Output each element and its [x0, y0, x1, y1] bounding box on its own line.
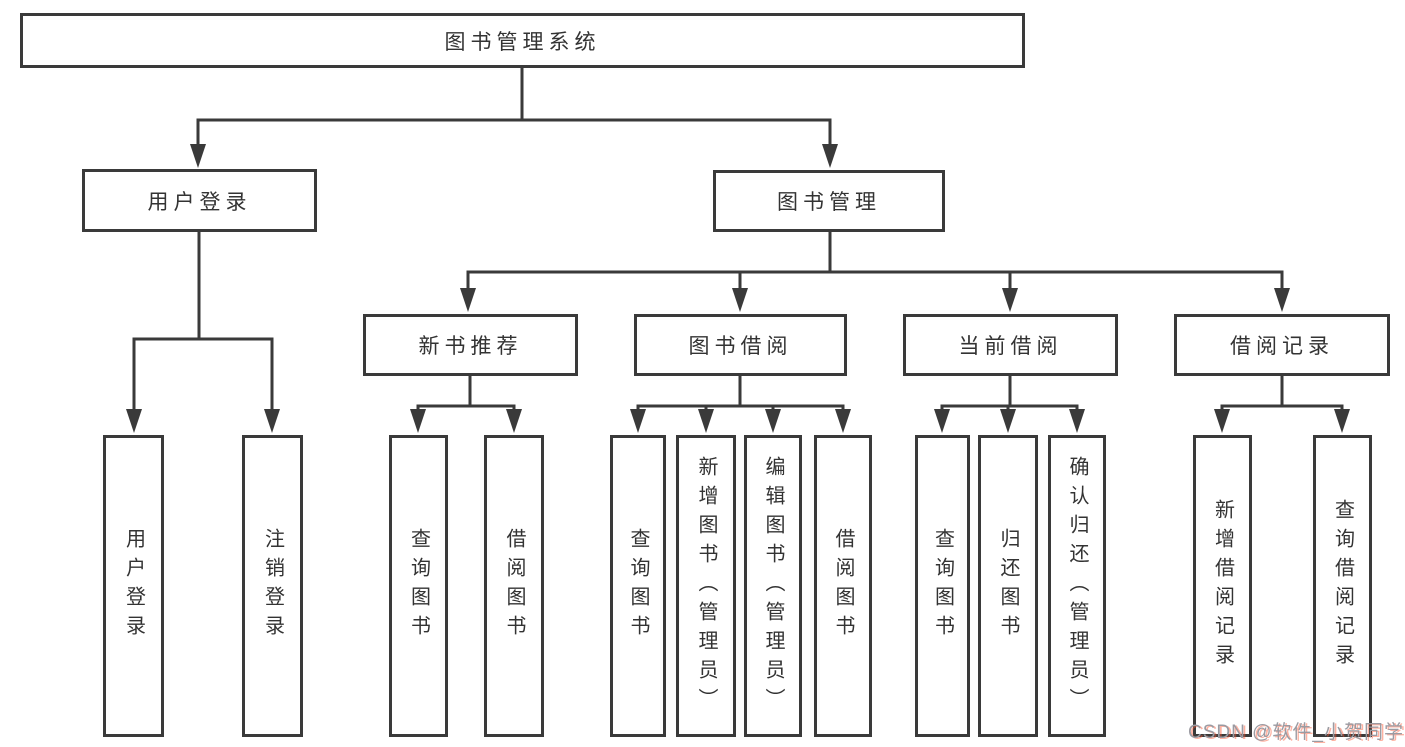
connector-root-to-level2 [190, 66, 838, 168]
leaf-query-books-borrowing: 查询图书 [610, 435, 666, 737]
connector-user-login-to-leaves [126, 230, 280, 433]
leaf-add-borrow-record: 新增借阅记录 [1193, 435, 1252, 737]
leaf-borrow-books-recommend: 借阅图书 [484, 435, 544, 737]
leaf-return-books: 归还图书 [978, 435, 1038, 737]
connector-current-borrowing-to-leaves [934, 374, 1085, 433]
connector-new-book-recommend-to-leaves [410, 374, 522, 433]
leaf-query-books-recommend: 查询图书 [389, 435, 448, 737]
node-new-book-recommend: 新书推荐 [363, 314, 578, 376]
connector-borrow-records-to-leaves [1214, 374, 1350, 433]
leaf-edit-books-admin: 编辑图书（管理员） [744, 435, 802, 737]
leaf-logout: 注销登录 [242, 435, 303, 737]
node-current-borrowing: 当前借阅 [903, 314, 1118, 376]
connector-book-management-to-level3 [460, 230, 1290, 312]
leaf-borrow-books: 借阅图书 [814, 435, 872, 737]
csdn-watermark: CSDN @软件_小贺同学 [1188, 722, 1404, 743]
leaf-add-books-admin: 新增图书（管理员） [676, 435, 736, 737]
node-borrow-records: 借阅记录 [1174, 314, 1390, 376]
node-user-login: 用户登录 [82, 169, 317, 232]
leaf-query-borrow-record: 查询借阅记录 [1313, 435, 1372, 737]
leaf-confirm-return-admin: 确认归还（管理员） [1048, 435, 1106, 737]
node-book-borrowing: 图书借阅 [634, 314, 847, 376]
leaf-query-books-current: 查询图书 [915, 435, 970, 737]
node-root-system: 图书管理系统 [20, 13, 1025, 68]
node-book-management: 图书管理 [713, 170, 945, 232]
connector-book-borrowing-to-leaves [630, 374, 851, 433]
leaf-user-login: 用户登录 [103, 435, 164, 737]
